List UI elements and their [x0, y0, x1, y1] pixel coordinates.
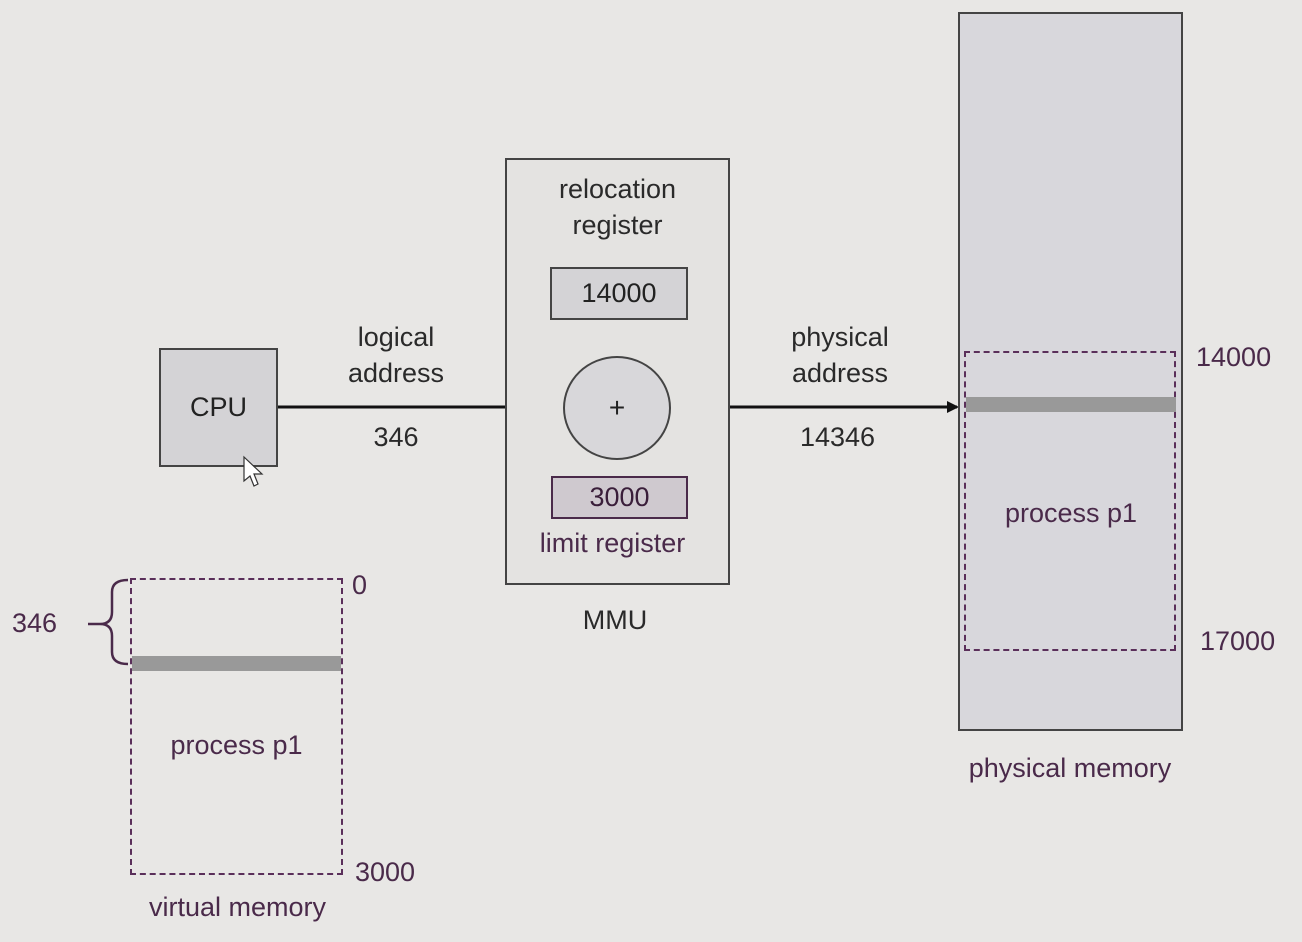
offset-brace [99, 578, 129, 666]
virtual-start-address: 0 [352, 570, 368, 600]
adder-circle: + [563, 356, 671, 460]
limit-register-label: limit register [539, 528, 686, 558]
logical-address-label: logical address [347, 322, 445, 388]
plus-icon: + [608, 392, 626, 423]
virtual-address-marker [132, 656, 341, 671]
cpu-label: CPU [189, 392, 247, 422]
virtual-offset-label: 346 [12, 608, 58, 638]
physical-start-address: 14000 [1196, 342, 1272, 372]
physical-address-marker [966, 397, 1176, 412]
physical-end-address: 17000 [1200, 626, 1276, 656]
physical-address-label: physical address [791, 322, 889, 388]
physical-process-region [964, 351, 1176, 651]
physical-process-label: process p1 [1004, 498, 1138, 528]
relocation-register-value: 14000 [550, 267, 688, 320]
cpu-box: CPU [159, 348, 278, 467]
logical-address-value: 346 [373, 422, 419, 452]
physical-address-value: 14346 [799, 422, 876, 452]
physical-memory-label: physical memory [968, 753, 1172, 783]
virtual-memory-label: virtual memory [148, 892, 327, 922]
limit-register-value: 3000 [551, 476, 688, 519]
mmu-label: MMU [582, 605, 648, 635]
physical-memory-block [958, 12, 1183, 731]
virtual-process-region [130, 578, 343, 875]
relocation-register-label: relocation register [558, 174, 677, 240]
virtual-process-label: process p1 [170, 730, 303, 760]
virtual-end-address: 3000 [355, 857, 416, 887]
